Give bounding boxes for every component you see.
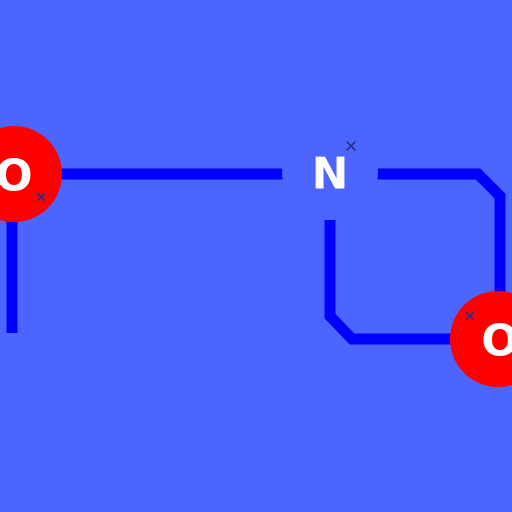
atom-oxygen-left: O (0, 126, 62, 222)
atom-oxygen-left-label: O (0, 151, 33, 202)
atom-oxygen-right: O (450, 291, 512, 387)
marker-x-icon (465, 311, 475, 321)
atom-oxygen-left-circle (0, 126, 62, 222)
marker-x-icon (36, 192, 46, 202)
atom-nitrogen: N (282, 124, 378, 220)
atom-oxygen-right-label: O (481, 316, 512, 367)
atom-oxygen-right-circle (450, 291, 512, 387)
bond-nitrogen-ring-bottom (324, 174, 470, 345)
atom-nitrogen-label: N (312, 149, 349, 200)
marker-x-icon (346, 141, 356, 151)
bond-nitrogen-ring-right (330, 168, 506, 300)
bond-lines (6, 168, 506, 345)
